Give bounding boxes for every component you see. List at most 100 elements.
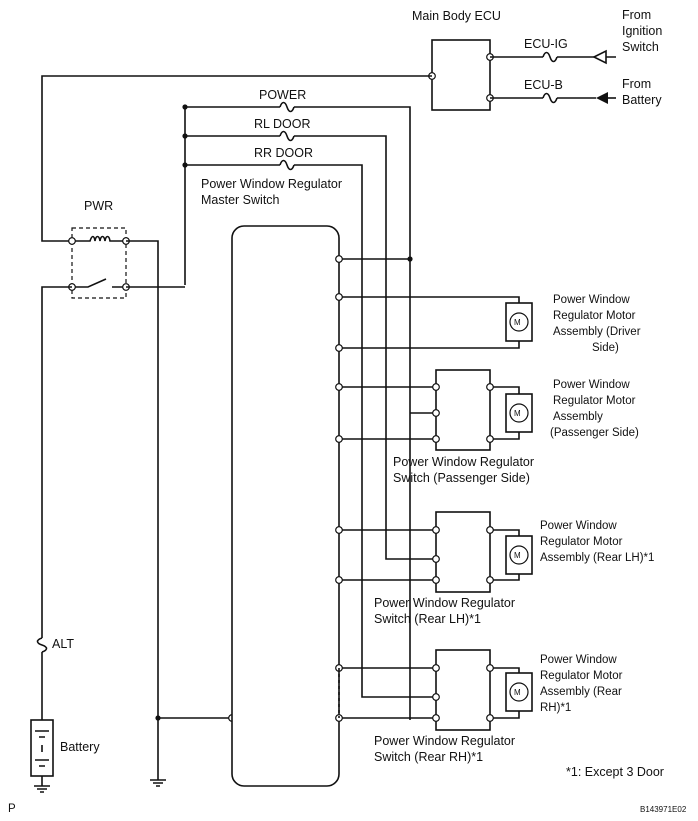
rear-lh-motor-label-1: Power Window [540, 520, 617, 532]
terminal [432, 435, 440, 443]
passenger-switch-label-1: Power Window Regulator [393, 455, 534, 469]
main-body-ecu-box [431, 39, 491, 111]
terminal [432, 409, 440, 417]
rear-rh-motor-label-4: RH)*1 [540, 702, 571, 714]
terminal [486, 664, 494, 672]
pwr-coil-ground [126, 240, 159, 780]
rl-door-fuse-symbol [279, 130, 295, 142]
ecu-b-fuse-label: ECU-B [524, 78, 563, 92]
rl-door-fuse-label: RL DOOR [254, 117, 311, 131]
pwr-relay-label: PWR [84, 199, 113, 213]
wire [493, 529, 520, 581]
master-switch-label-2: Master Switch [201, 193, 280, 207]
master-switch-box [231, 225, 340, 787]
driver-motor-symbol: M [514, 318, 521, 327]
ecu-ig-fuse-symbol [542, 51, 558, 63]
terminal [509, 682, 529, 702]
rear-lh-motor-label-2: Regulator Motor [540, 536, 623, 548]
rear-rh-switch-box [435, 649, 491, 731]
battery-label: Battery [60, 740, 100, 754]
ground-junction [155, 715, 161, 721]
terminal [335, 255, 343, 263]
rear-rh-switch-label-2: Switch (Rear RH)*1 [374, 750, 483, 764]
alt-fuse-symbol [36, 637, 48, 653]
alt-fuse-label: ALT [52, 637, 74, 651]
terminal [432, 693, 440, 701]
terminal [335, 435, 343, 443]
pwr-coil [75, 235, 123, 242]
wire [493, 386, 520, 440]
rear-rh-motor-label-2: Regulator Motor [540, 670, 623, 682]
terminal [432, 555, 440, 563]
ecu-b-fuse-symbol [542, 92, 558, 104]
terminal [509, 545, 529, 565]
wire [493, 667, 520, 719]
rear-rh-motor-label-1: Power Window [540, 654, 617, 666]
passenger-motor-label-3: Assembly [553, 411, 603, 423]
terminal [486, 714, 494, 722]
main-body-ecu-label: Main Body ECU [412, 9, 501, 23]
page-marker: P [8, 803, 16, 815]
rear-rh-motor-symbol: M [514, 688, 521, 697]
terminal [486, 576, 494, 584]
footnote: *1: Except 3 Door [566, 765, 664, 779]
power-fuse-wire [185, 106, 411, 720]
wire [342, 341, 520, 349]
terminal [486, 435, 494, 443]
rear-lh-switch-label-1: Power Window Regulator [374, 596, 515, 610]
rear-rh-motor-label-3: Assembly (Rear [540, 686, 622, 698]
rr-door-fuse-symbol [279, 159, 295, 171]
battery-cells [35, 730, 49, 767]
ecu-ig-input-arrow [592, 49, 616, 65]
terminal [486, 526, 494, 534]
passenger-motor-label-4: (Passenger Side) [550, 427, 639, 439]
driver-motor-label-4: Side) [592, 342, 619, 354]
ecu-b-input-arrow [596, 92, 608, 104]
pwr-contact [75, 278, 123, 288]
rear-rh-switch-label-1: Power Window Regulator [374, 734, 515, 748]
terminal [432, 383, 440, 391]
terminal [335, 344, 343, 352]
terminal [509, 403, 529, 423]
wire [342, 296, 520, 303]
passenger-motor-label-2: Regulator Motor [553, 395, 636, 407]
terminal [335, 526, 343, 534]
terminal [335, 383, 343, 391]
from-ignition-line-2: Ignition [622, 24, 662, 38]
passenger-switch-label-2: Switch (Passenger Side) [393, 471, 530, 485]
terminal [432, 576, 440, 584]
rr-door-fuse-label: RR DOOR [254, 146, 313, 160]
relay-ground-symbol [150, 779, 166, 787]
pwr-contact-to-alt [41, 286, 72, 638]
rear-lh-switch-box [435, 511, 491, 593]
terminal [335, 293, 343, 301]
driver-motor-label-1: Power Window [553, 294, 630, 306]
terminal [432, 526, 440, 534]
power-fuse-symbol [279, 101, 295, 113]
rear-lh-motor-label-3: Assembly (Rear LH)*1 [540, 552, 654, 564]
terminal [432, 664, 440, 672]
ecu-to-pwr-coil-wire [41, 75, 432, 242]
driver-motor-label-3: Assembly (Driver [553, 326, 641, 338]
terminal [432, 714, 440, 722]
power-fuse-label: POWER [259, 88, 306, 102]
passenger-switch-box [435, 369, 491, 451]
rear-lh-motor-symbol: M [514, 551, 521, 560]
driver-motor-circle [509, 312, 529, 332]
passenger-motor-label-1: Power Window [553, 379, 630, 391]
rear-lh-switch-label-2: Switch (Rear LH)*1 [374, 612, 481, 626]
figure-id: B143971E02 [640, 805, 687, 814]
rr-door-fuse-wire [185, 164, 436, 698]
from-battery-line-1: From [622, 77, 651, 91]
terminal [335, 576, 343, 584]
master-switch-label-1: Power Window Regulator [201, 177, 342, 191]
from-battery-line-2: Battery [622, 93, 662, 107]
battery-ground-symbol [34, 785, 50, 793]
terminal [68, 237, 76, 245]
pwr-relay-box [71, 227, 127, 299]
power-master-junction [407, 256, 413, 262]
terminal [486, 383, 494, 391]
passenger-motor-symbol: M [514, 409, 521, 418]
from-ignition-line-3: Switch [622, 40, 659, 54]
